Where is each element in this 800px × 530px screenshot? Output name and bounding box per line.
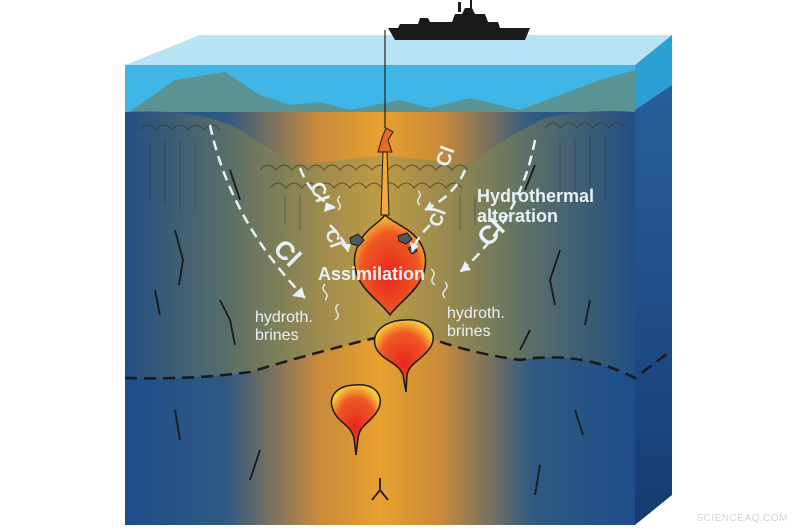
hydrothermal-vent [377, 127, 394, 153]
brines-right-label-2: brines [447, 323, 491, 340]
dike-lines [149, 135, 606, 230]
assimilation-label: Assimilation [318, 264, 425, 284]
crust-side-face [635, 85, 672, 525]
magma-diapir-lower [330, 384, 381, 456]
water-top-face [125, 35, 672, 65]
brines-right-label-1: hydroth. [447, 305, 505, 322]
fault-cracks [154, 164, 591, 501]
water-side-face [635, 35, 672, 120]
cl-label-3: Cl [321, 227, 346, 251]
pillow-lava-texture [139, 122, 626, 189]
hydrothermal-label-2: alteration [477, 206, 558, 226]
feeder-dike [380, 149, 390, 216]
magma-diapir-middle [374, 319, 434, 393]
watermark: SCIENCEAQ.COM [696, 513, 788, 524]
brines-left-label-1: hydroth. [255, 309, 313, 326]
arrowheads [292, 201, 471, 298]
brine-wavy-arrows [322, 190, 448, 321]
hydrothermal-label-1: Hydrothermal [477, 186, 594, 206]
brines-left-label-2: brines [255, 327, 299, 344]
research-ship-icon [388, 0, 530, 40]
cl-label-5: Cl [425, 206, 450, 230]
